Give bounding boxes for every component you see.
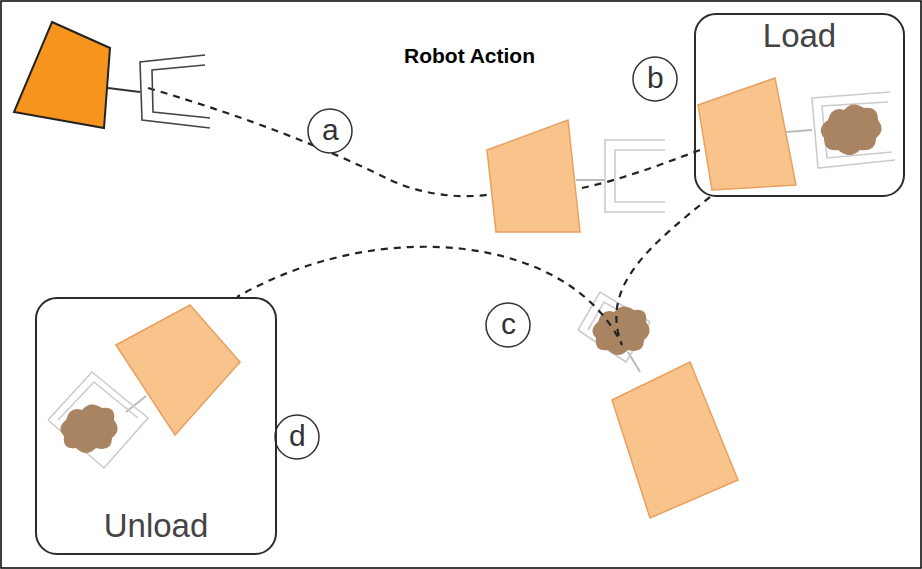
zone-label: Load <box>696 17 903 55</box>
zone-label: Unload <box>37 507 275 545</box>
diagram-title: Robot Action <box>404 44 535 68</box>
callout-circle <box>275 415 319 459</box>
robot-gripper-start <box>14 22 210 128</box>
trajectory-connector <box>237 197 710 345</box>
callout-letter: b <box>647 63 664 93</box>
zone-box: Unload <box>35 297 277 555</box>
trajectory-b <box>582 150 700 188</box>
callout-circle <box>486 303 530 347</box>
robot-gripper-b <box>487 120 665 232</box>
callout-letter: d <box>289 421 306 451</box>
robot-gripper-unload <box>48 305 240 468</box>
zone-box: Load <box>694 13 905 197</box>
callout-letter: c <box>501 309 516 339</box>
callout-circle <box>633 57 677 101</box>
callout-circle <box>308 109 352 153</box>
robot-gripper-load <box>698 78 895 190</box>
callout-letter: a <box>322 115 339 145</box>
trajectory-a <box>148 88 492 196</box>
robot-gripper-c <box>578 292 738 518</box>
